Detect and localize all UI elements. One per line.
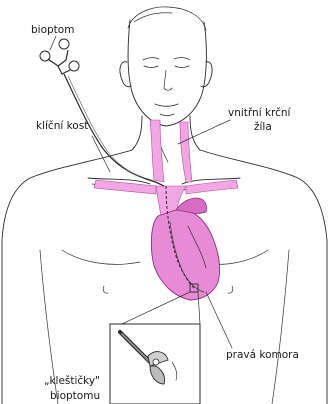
vessels xyxy=(94,120,238,222)
label-right-ventricle: pravá komora xyxy=(226,349,299,361)
label-internal-jugular-line2: žíla xyxy=(254,121,272,133)
label-forceps-line2: bioptomu xyxy=(50,390,100,402)
label-bioptom: bioptom xyxy=(31,24,74,36)
handle-ring-icon xyxy=(59,39,69,49)
bioptome xyxy=(40,39,164,186)
forceps-inset xyxy=(110,292,200,404)
handle-ring-icon xyxy=(69,61,79,71)
label-clavicle: klíční kost xyxy=(36,120,88,132)
label-internal-jugular-line1: vnitřní krční xyxy=(228,107,292,119)
label-forceps-line1: „kleštičky" xyxy=(44,375,100,387)
